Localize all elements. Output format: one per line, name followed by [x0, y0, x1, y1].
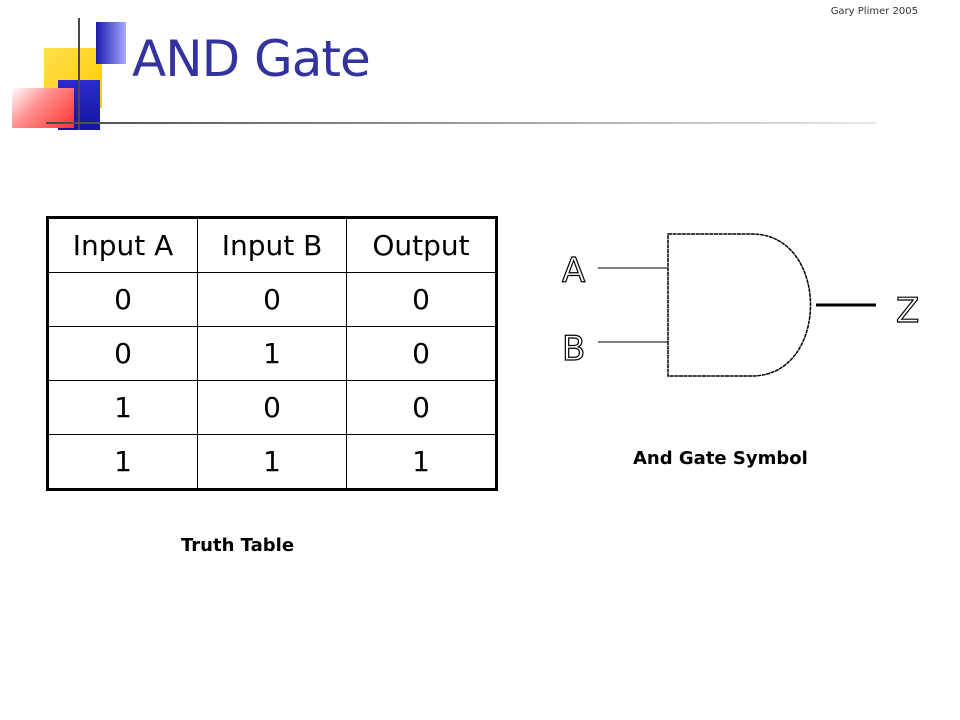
output-z-label: Z [896, 291, 919, 331]
decorative-red-square [12, 88, 74, 128]
table-row: 0 1 0 [47, 326, 497, 381]
truth-table-caption: Truth Table [181, 535, 295, 556]
cell-output: 0 [346, 380, 497, 435]
decorative-horizontal-line [46, 122, 876, 124]
and-gate-diagram: A B Z [561, 233, 920, 377]
input-b-label: B [562, 329, 585, 369]
input-a-label: A [562, 251, 585, 291]
cell-input-a: 1 [47, 434, 198, 490]
table-row: 1 1 1 [47, 434, 497, 490]
cell-output: 0 [346, 272, 497, 327]
header-input-b: Input B [197, 217, 347, 273]
table-row: 1 0 0 [47, 380, 497, 435]
header-output: Output [346, 217, 497, 273]
cell-input-a: 0 [47, 272, 198, 327]
and-gate-body [667, 233, 812, 377]
cell-input-b: 0 [197, 380, 347, 435]
cell-input-b: 1 [197, 434, 347, 490]
cell-output: 1 [346, 434, 497, 490]
table-header-row: Input A Input B Output [47, 217, 497, 273]
truth-table: Input A Input B Output 0 0 0 0 1 0 1 0 0… [46, 216, 498, 491]
gate-symbol-caption: And Gate Symbol [633, 448, 808, 469]
table-row: 0 0 0 [47, 272, 497, 327]
cell-input-a: 0 [47, 326, 198, 381]
header-input-a: Input A [47, 217, 198, 273]
cell-input-b: 0 [197, 272, 347, 327]
author-credit: Gary Plimer 2005 [830, 6, 918, 17]
decorative-blue-square [96, 22, 126, 64]
cell-input-a: 1 [47, 380, 198, 435]
decorative-vertical-line [78, 18, 80, 130]
cell-input-b: 1 [197, 326, 347, 381]
cell-output: 0 [346, 326, 497, 381]
page-title: AND Gate [132, 30, 371, 88]
